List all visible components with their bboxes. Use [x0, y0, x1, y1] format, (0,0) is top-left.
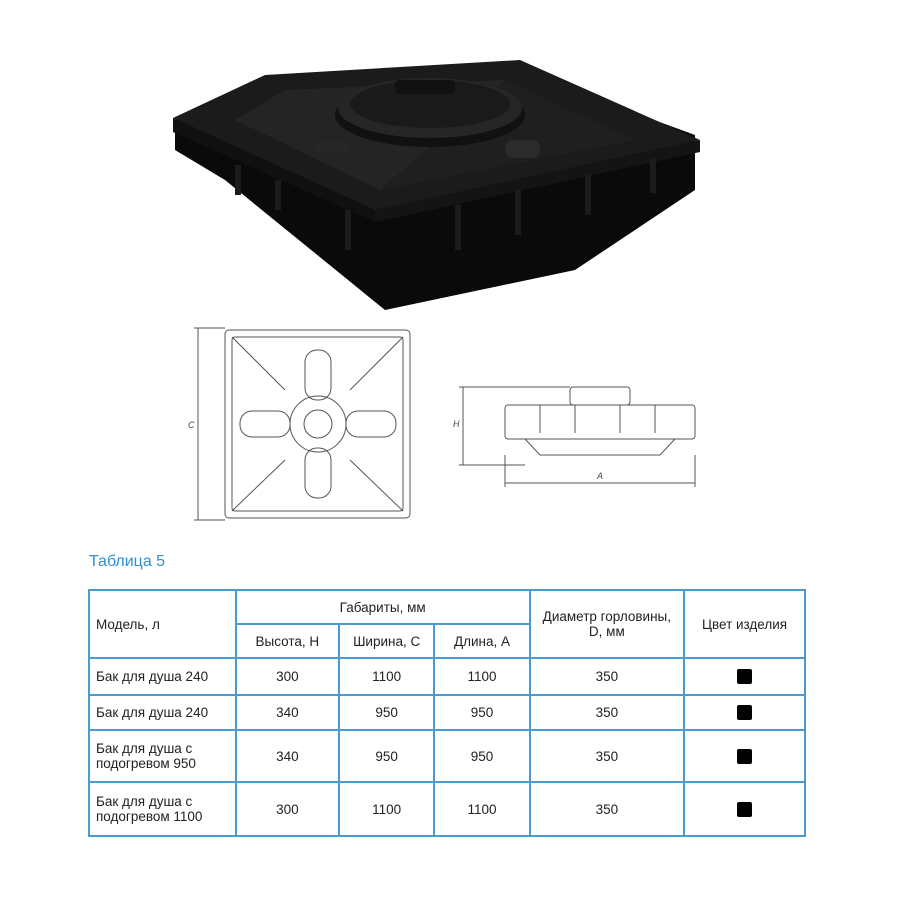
- dim-c-label: C: [188, 420, 195, 430]
- cell-length: 1100: [433, 781, 531, 837]
- table-row: Бак для душа 240 340 950 950 350: [88, 694, 806, 731]
- table-header-row: Модель, л Габариты, мм Диаметр горловины…: [88, 589, 806, 659]
- table-row: Бак для душа с подогревом 950 340 950 95…: [88, 729, 806, 783]
- cell-color: [683, 694, 806, 731]
- cell-color: [683, 729, 806, 783]
- header-dimensions: Габариты, мм: [234, 589, 531, 625]
- color-swatch: [737, 801, 753, 817]
- table-row: Бак для душа 240 300 1100 1100 350: [88, 657, 806, 696]
- color-swatch: [737, 748, 753, 764]
- spec-table: Модель, л Габариты, мм Диаметр горловины…: [88, 589, 806, 837]
- cell-diameter: 350: [528, 657, 686, 696]
- dim-h-label: H: [453, 419, 460, 429]
- header-width: Ширина, С: [337, 623, 436, 659]
- color-swatch: [737, 705, 753, 721]
- header-color: Цвет изделия: [683, 589, 806, 659]
- table-caption: Таблица 5: [89, 553, 166, 570]
- cell-length: 1100: [433, 657, 531, 696]
- header-height: Высота, H: [234, 623, 340, 659]
- cell-height: 340: [234, 694, 340, 731]
- table-row: Бак для душа с подогревом 1100 300 1100 …: [88, 781, 806, 837]
- cell-width: 1100: [337, 781, 436, 837]
- cell-height: 300: [234, 657, 340, 696]
- color-swatch: [737, 669, 753, 685]
- header-neck-diameter: Диаметр горловины, D, мм: [528, 589, 686, 659]
- top-view-drawing: C: [188, 327, 411, 521]
- cell-model: Бак для душа 240: [88, 657, 237, 696]
- cell-diameter: 350: [528, 781, 686, 837]
- tank-photo: [173, 60, 700, 310]
- cell-width: 950: [337, 729, 436, 783]
- header-model: Модель, л: [88, 589, 237, 659]
- cell-height: 300: [234, 781, 340, 837]
- cell-diameter: 350: [528, 729, 686, 783]
- cell-height: 340: [234, 729, 340, 783]
- cell-width: 950: [337, 694, 436, 731]
- side-view-drawing: H A: [453, 386, 696, 487]
- cell-color: [683, 781, 806, 837]
- cell-model: Бак для душа с подогревом 950: [88, 729, 237, 783]
- cell-length: 950: [433, 694, 531, 731]
- table-subheader-row: Высота, H Ширина, С Длина, А: [89, 623, 805, 659]
- cell-color: [683, 657, 806, 696]
- dim-a-label: A: [596, 471, 603, 481]
- cell-model: Бак для душа с подогревом 1100: [88, 781, 237, 837]
- header-length: Длина, А: [433, 623, 531, 659]
- cell-length: 950: [433, 729, 531, 783]
- cell-model: Бак для душа 240: [88, 694, 237, 731]
- cell-diameter: 350: [528, 694, 686, 731]
- cell-width: 1100: [337, 657, 436, 696]
